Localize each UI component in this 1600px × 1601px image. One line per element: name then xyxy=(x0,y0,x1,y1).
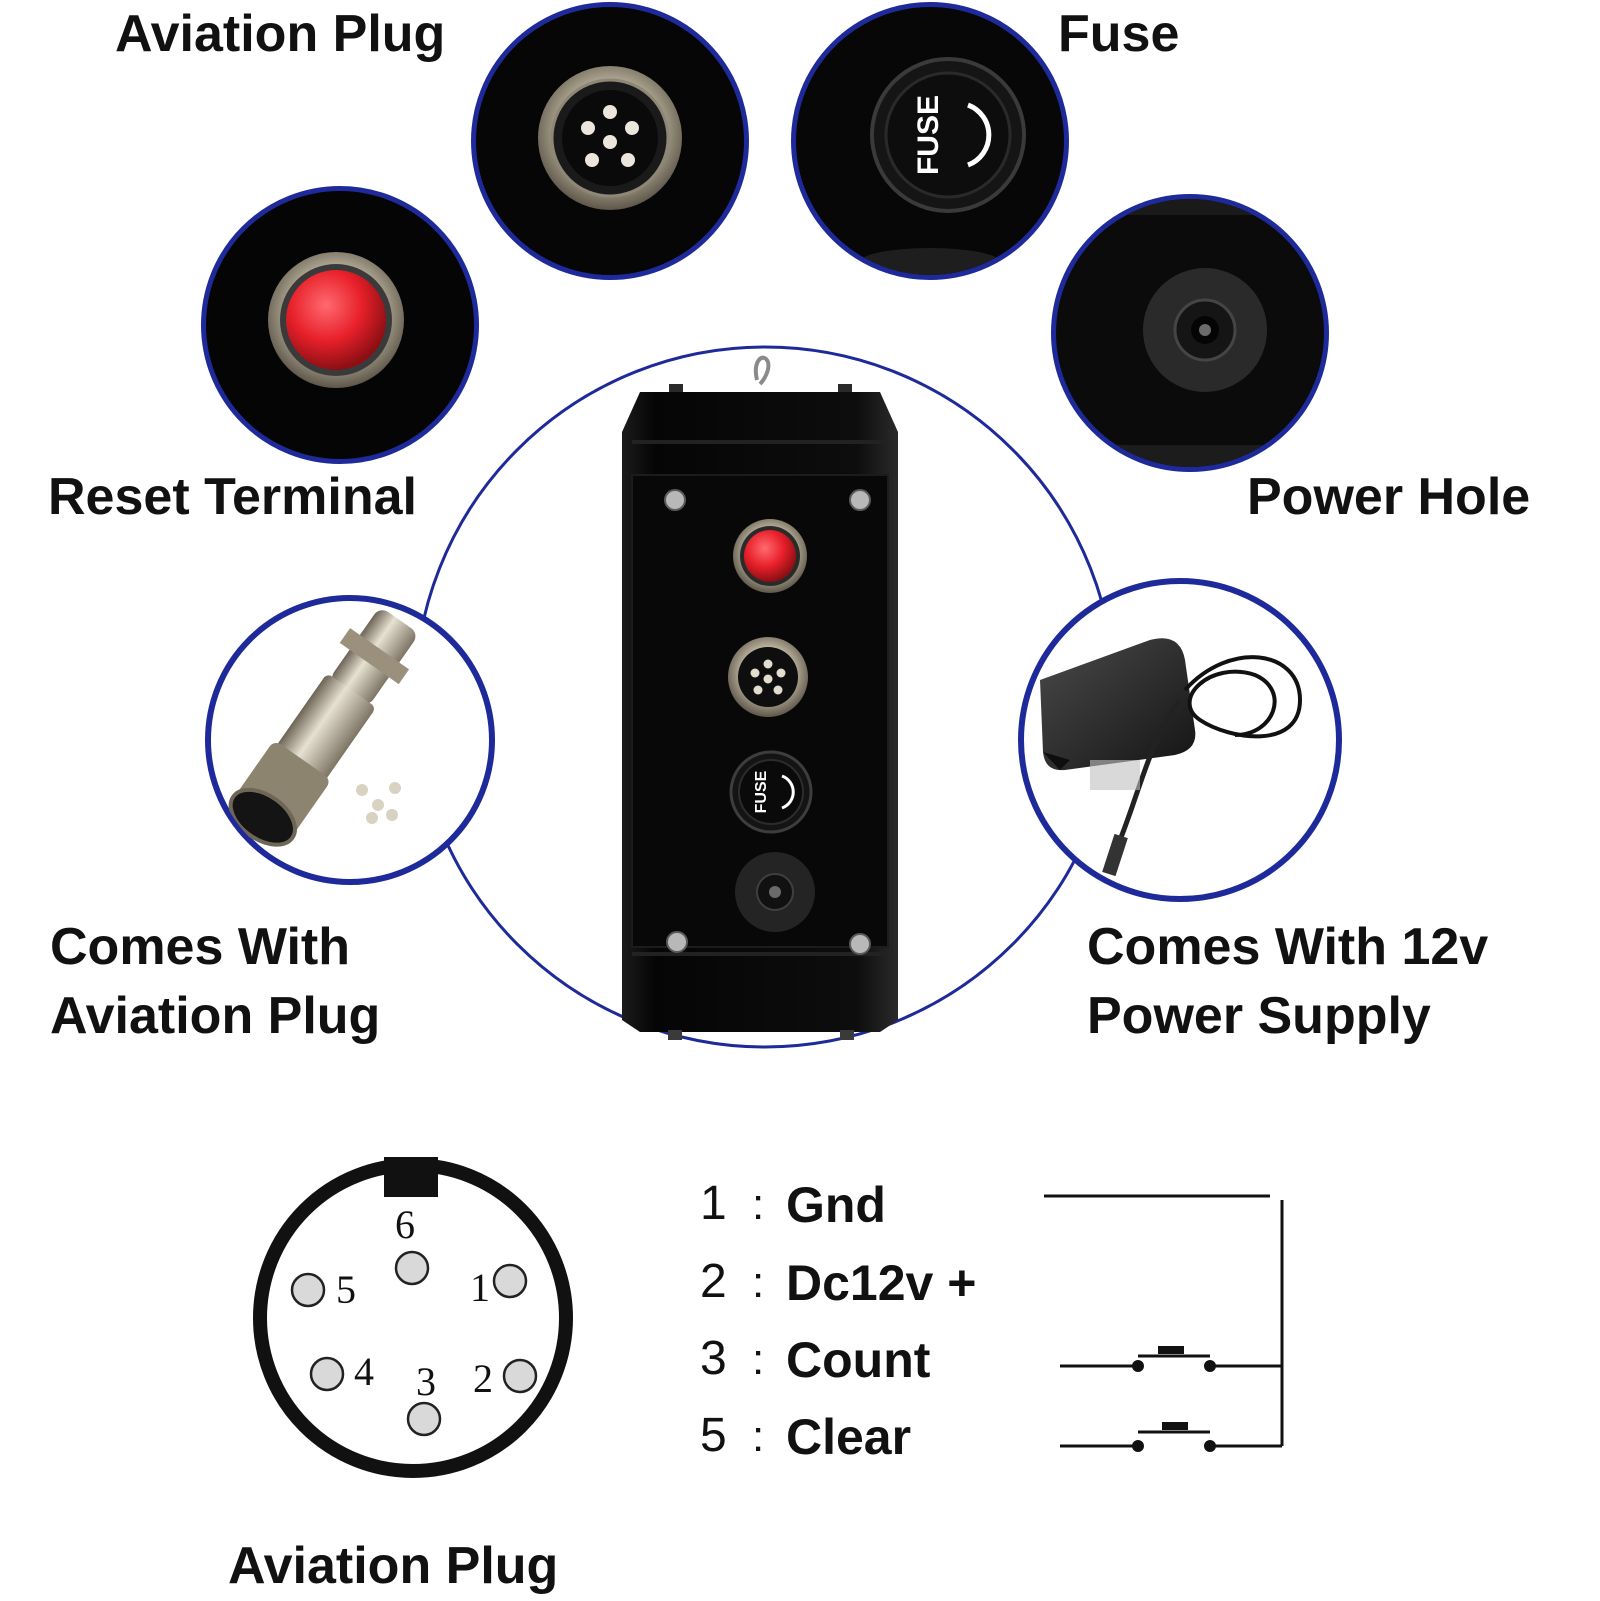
power-hole-label: Power Hole xyxy=(1247,468,1531,526)
pin-3-icon xyxy=(406,1401,442,1437)
device-fuse-text: FUSE xyxy=(753,770,770,813)
aviation-plug-connector-callout xyxy=(205,595,495,885)
pin-5-icon xyxy=(290,1272,326,1308)
wiring-diagram xyxy=(1044,1194,1284,1452)
fuse-label: Fuse xyxy=(1058,5,1180,63)
screw-icon xyxy=(849,489,871,511)
legend-label-clear: Clear xyxy=(786,1409,912,1465)
comes-with-power-supply-line2: Power Supply xyxy=(1087,986,1431,1045)
reset-terminal-callout xyxy=(201,186,479,464)
power-hole-callout xyxy=(1051,194,1329,472)
legend-number: 1 xyxy=(700,1177,727,1230)
comes-with-aviation-plug-line1: Comes With xyxy=(50,918,350,976)
pin-5-label: 5 xyxy=(336,1267,356,1312)
aviation-plug-connector-icon xyxy=(228,610,416,847)
pin-1-icon xyxy=(492,1263,528,1299)
comes-with-aviation-plug-label: Comes With Aviation Plug xyxy=(50,913,380,1050)
aviation-plug-pinout xyxy=(253,1157,573,1478)
screw-icon xyxy=(664,489,686,511)
legend-label-dc12v: Dc12v + xyxy=(786,1255,977,1311)
pin-4-icon xyxy=(309,1356,345,1392)
comes-with-power-supply-line1: Comes With 12v xyxy=(1087,918,1489,976)
screw-icon xyxy=(849,933,871,955)
pin-4-label: 4 xyxy=(354,1349,374,1394)
aviation-plug-top-label: Aviation Plug xyxy=(115,5,446,63)
screw-icon xyxy=(666,931,688,953)
legend-number: 5 xyxy=(700,1409,727,1462)
legend-label-gnd: Gnd xyxy=(786,1177,886,1233)
12v-power-adapter-icon xyxy=(1040,638,1303,877)
pin-2-icon xyxy=(502,1358,538,1394)
reset-terminal-label: Reset Terminal xyxy=(48,468,417,526)
power-adapter-callout xyxy=(1018,578,1342,902)
pin-1-label: 1 xyxy=(470,1265,490,1310)
legend-number: 2 xyxy=(700,1255,727,1308)
legend-sep: : xyxy=(752,1180,765,1229)
comes-with-power-supply-label: Comes With 12v Power Supply xyxy=(1087,913,1488,1050)
pinout-caption: Aviation Plug xyxy=(228,1537,559,1595)
legend-sep: : xyxy=(752,1412,765,1461)
counter-device: FUSE xyxy=(622,355,898,1040)
fuse-cap-text: FUSE xyxy=(912,95,945,175)
comes-with-aviation-plug-line2: Aviation Plug xyxy=(50,986,381,1045)
aviation-socket-callout xyxy=(471,2,749,280)
legend-sep: : xyxy=(752,1335,765,1384)
fuse-callout: FUSE xyxy=(791,2,1069,280)
legend-label-count: Count xyxy=(786,1332,931,1388)
pin-3-label: 3 xyxy=(416,1359,436,1404)
pin-6-label: 6 xyxy=(395,1202,415,1247)
legend-number: 3 xyxy=(700,1332,727,1385)
pin-6-icon xyxy=(394,1250,430,1286)
pin-2-label: 2 xyxy=(473,1356,493,1401)
pinout-key-notch xyxy=(384,1157,438,1197)
legend-sep: : xyxy=(752,1258,765,1307)
